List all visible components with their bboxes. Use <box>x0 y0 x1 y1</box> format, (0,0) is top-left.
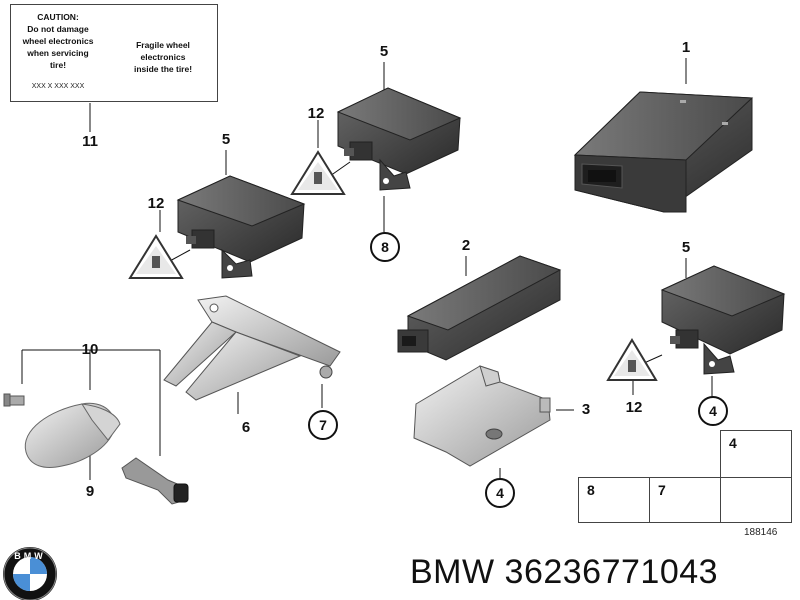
fragile-line: Fragile wheel <box>136 40 190 50</box>
circle-callout-4: 4 <box>485 478 515 508</box>
callout-5: 5 <box>681 239 691 256</box>
logo-letters: BMW <box>14 551 46 561</box>
legend-item-7: 7 <box>649 477 721 523</box>
legend-number: 8 <box>587 482 595 498</box>
callout-10: 10 <box>81 341 99 358</box>
caution-title: CAUTION: <box>37 12 79 22</box>
brand-name: BMW <box>410 553 495 591</box>
legend-number: 7 <box>658 482 666 498</box>
caution-label: CAUTION: Do not damage wheel electronics… <box>10 4 218 102</box>
caution-line: Do not damage <box>27 24 89 34</box>
legend-item-8: 8 <box>578 477 650 523</box>
caution-line: tire! <box>49 60 67 70</box>
circle-callout-4: 4 <box>698 396 728 426</box>
warning-triangle-icon <box>606 338 658 381</box>
caution-code: XXX X XXX XXX <box>31 83 85 90</box>
callout-3: 3 <box>581 401 591 418</box>
caution-text: CAUTION: Do not damage wheel electronics… <box>15 11 101 71</box>
callout-12: 12 <box>307 105 325 122</box>
caution-line: wheel electronics <box>22 36 94 46</box>
callout-5: 5 <box>221 131 231 148</box>
callout-5: 5 <box>379 43 389 60</box>
bracket-part <box>163 295 341 401</box>
warning-triangle-icon <box>290 150 346 195</box>
bmw-logo <box>3 547 57 600</box>
legend-number: 4 <box>729 435 737 451</box>
control-unit-part <box>573 91 754 213</box>
part-number: 36236771043 <box>504 553 719 591</box>
callout-12: 12 <box>147 195 165 212</box>
callout-9: 9 <box>85 483 95 500</box>
callout-2: 2 <box>461 237 471 254</box>
diagram-reference: 188146 <box>744 527 778 538</box>
fragile-text: Fragile wheel electronics inside the tir… <box>115 39 211 75</box>
receiver-part <box>397 255 562 361</box>
fragile-line: inside the tire! <box>133 64 193 74</box>
fragile-line: electronics <box>140 52 186 62</box>
transmitter-part-left <box>176 175 306 279</box>
part-title: BMW 36236771043 <box>410 552 718 592</box>
callout-12: 12 <box>625 399 643 416</box>
callout-11: 11 <box>82 133 98 150</box>
warning-triangle-icon <box>128 234 184 279</box>
legend-item-4: 4 <box>720 430 792 478</box>
legend-item-arrow <box>720 477 792 523</box>
wheel-electronics-part <box>3 393 189 505</box>
circle-callout-8: 8 <box>370 232 400 262</box>
callout-1: 1 <box>681 39 691 56</box>
transmitter-part-right <box>660 265 786 375</box>
circle-callout-7: 7 <box>308 410 338 440</box>
callout-6: 6 <box>241 419 251 436</box>
transmitter-part-top <box>336 87 462 191</box>
caution-line: when servicing <box>27 48 89 58</box>
holder-part <box>413 365 551 467</box>
